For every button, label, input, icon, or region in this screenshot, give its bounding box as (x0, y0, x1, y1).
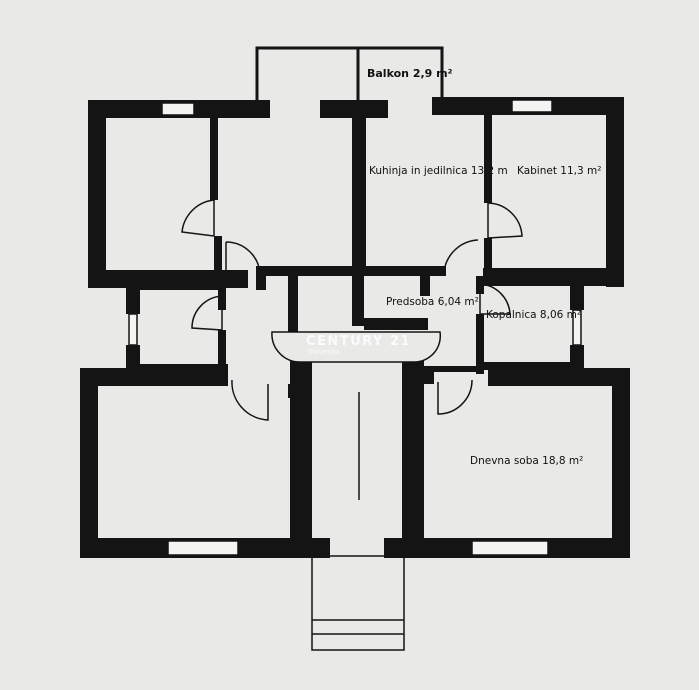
label-balkon: Balkon 2,9 m² (367, 67, 453, 80)
balcony-outline (255, 46, 444, 100)
label-kuhinja: Kuhinja in jedilnica 13,2 m (369, 165, 508, 177)
interior-walls (136, 115, 576, 540)
windows (128, 99, 582, 556)
label-kopalnica: Kopalnica 8,06 m² (486, 309, 581, 321)
label-kabinet: Kabinet 11,3 m² (517, 165, 601, 177)
watermark-brand: CENTURY 21 (306, 334, 411, 349)
label-predsoba: Predsoba 6,04 m² (386, 296, 479, 308)
entrance-stairs (311, 555, 405, 651)
watermark-region: Slovenija (308, 348, 340, 356)
label-dnevna: Dnevna soba 18,8 m² (470, 455, 583, 467)
door-swings (181, 199, 523, 500)
